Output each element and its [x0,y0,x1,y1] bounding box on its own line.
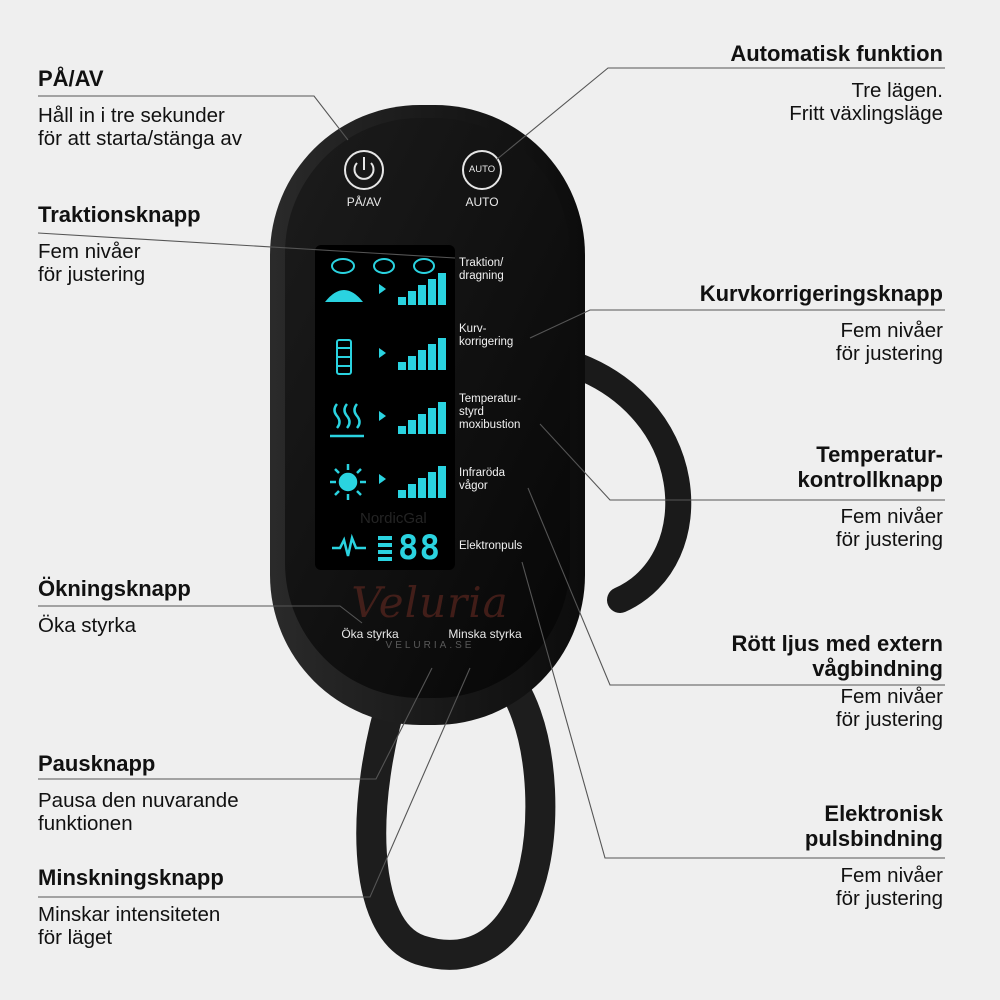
traction-curve-icon [325,290,363,302]
callout-title: Rött ljus med extern vågbindning [731,631,943,681]
power-button[interactable] [344,150,384,190]
level-bar [428,279,436,305]
screen-label-infrared: Infraröda vågor [459,467,506,492]
callout-title: Ökningsknapp [38,576,191,601]
power-icon [353,162,375,180]
auto-button-text: AUTO [468,164,496,175]
heat-icon [330,403,364,438]
callout-desc: Tre lägen. Fritt växlingsläge [789,79,943,125]
callout-auto: Automatisk funktion Tre lägen. Fritt väx… [730,41,943,125]
level-bar [428,472,436,498]
level-arrows [379,284,386,484]
auto-button-label: AUTO [465,195,499,209]
auto-button[interactable] [462,150,502,190]
callout-traction: Traktionsknapp Fem nivåer för justering [38,202,201,286]
level-bar [398,490,406,498]
callout-desc: Fem nivåer för justering [835,864,943,910]
level-bar [418,285,426,305]
level-bar [438,338,446,370]
callout-power: PÅ/AV Håll in i tre sekunder för att sta… [38,66,242,150]
level-bars [398,273,446,498]
callout-title: Kurvkorrigeringsknapp [699,281,943,306]
screen-label-pulse: Elektronpuls [459,540,523,552]
power-button-label: PÅ/AV [346,195,382,209]
callout-desc: Håll in i tre sekunder för att starta/st… [38,104,242,150]
level-bar [408,484,416,498]
callout-title: Elektronisk pulsbindning [804,801,943,851]
level-bar [438,402,446,434]
callout-desc: Pausa den nuvarande funktionen [38,789,239,835]
watermark-nordic: NordicGal [360,510,427,527]
callout-title: Automatisk funktion [730,41,943,66]
screen-label-traction: Traktion/ dragning [459,257,504,282]
callout-title: Temperatur- kontrollknapp [797,442,943,492]
callout-title: Pausknapp [38,751,156,776]
callout-curve: Kurvkorrigeringsknapp Fem nivåer för jus… [700,281,943,365]
screen-label-temperature: Temperatur- styrd moxibustion [459,393,521,431]
watermark-url: VELURIA.SE [385,640,475,651]
level-bar [398,362,406,370]
level-bar [408,356,416,370]
level-bar [398,297,406,305]
level-bar [418,414,426,434]
callout-title: PÅ/AV [38,66,104,91]
level-bar [438,466,446,498]
callout-increase: Ökningsknapp Öka styrka [38,576,191,637]
callout-desc: Öka styrka [38,614,136,637]
level-bar [428,344,436,370]
increase-button[interactable]: Öka styrka [341,627,399,641]
level-bar [408,420,416,434]
callout-desc: Fem nivåer för justering [835,319,943,365]
callout-desc: Fem nivåer för justering [38,240,146,286]
pulse-display: 88 [398,528,441,568]
callout-pause: Pausknapp Pausa den nuvarande funktionen [38,751,239,835]
level-bar [418,350,426,370]
callout-desc: Fem nivåer för justering [835,685,943,731]
callout-pulse: Elektronisk pulsbindning Fem nivåer för … [805,801,943,910]
callout-title: Minskningsknapp [38,865,224,890]
pulse-wave-icon [332,533,366,557]
screen-label-curve: Kurv- korrigering [459,323,514,348]
callout-title: Traktionsknapp [38,202,201,227]
level-bar [408,291,416,305]
sun-icon [330,464,366,500]
callout-red-light: Rött ljus med extern vågbindning Fem niv… [732,631,943,731]
watermark-logo: Veluria [351,578,509,627]
callout-decrease: Minskningsknapp Minskar intensiteten för… [38,865,224,949]
level-bar [428,408,436,434]
decrease-button[interactable]: Minska styrka [448,627,522,641]
level-bar [438,273,446,305]
callout-desc: Minskar intensiteten för läget [38,903,221,949]
callout-desc: Fem nivåer för justering [835,505,943,551]
traction-icon [331,258,435,274]
pulse-level-indicator [378,536,392,561]
level-bar [398,426,406,434]
level-bar [418,478,426,498]
callout-temperature: Temperatur- kontrollknapp Fem nivåer för… [798,442,943,551]
